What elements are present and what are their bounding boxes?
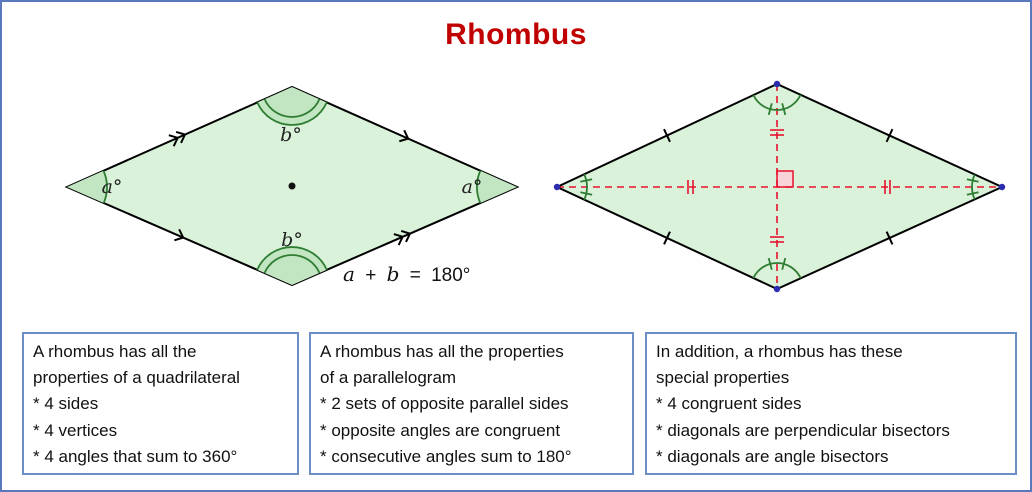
- center-dot: [288, 182, 296, 190]
- box-line: * diagonals are perpendicular bisectors: [656, 420, 950, 440]
- box-line: A rhombus has all the: [33, 342, 197, 361]
- box-line: * 4 congruent sides: [656, 394, 802, 414]
- box-line: * opposite angles are congruent: [320, 420, 561, 440]
- vertex-dots: [553, 80, 1006, 293]
- box-line: of a parallelogram: [320, 368, 457, 388]
- angle-bisector-marks: [580, 94, 979, 279]
- quadrilateral-properties-box: A rhombus has all the properties of a qu…: [22, 332, 299, 475]
- angle-sector-marks: [67, 87, 517, 285]
- left-angle-label: a°: [102, 176, 123, 198]
- top-angle-label: b°: [280, 124, 302, 146]
- box-line: properties of a quadrilateral: [33, 368, 240, 388]
- equation-equals: =: [409, 265, 421, 286]
- parallelogram-properties-box: A rhombus has all the properties of a pa…: [309, 332, 634, 475]
- equation-plus: +: [365, 265, 377, 286]
- box-line: A rhombus has all the properties: [320, 342, 564, 361]
- right-angle-mark: [776, 170, 794, 188]
- box-line: * 4 sides: [33, 394, 99, 414]
- rhombus-angles-diagram: a° b° b° a°: [64, 85, 520, 287]
- equation-var-b: b: [386, 262, 400, 286]
- box-line: special properties: [656, 368, 790, 388]
- equation-var-a: a: [343, 262, 355, 286]
- diagonals: [557, 84, 1002, 289]
- side-tick-marks: [663, 128, 894, 245]
- box-line: * 4 vertices: [33, 420, 118, 440]
- box-line: * 2 sets of opposite parallel sides: [320, 394, 569, 414]
- bottom-angle-label: b°: [281, 229, 303, 251]
- special-properties-box: In addition, a rhombus has these special…: [645, 332, 1017, 475]
- parallel-mark-icons: [168, 129, 412, 246]
- angle-sum-equation: a + b = 180°: [343, 262, 475, 287]
- box-line: * consecutive angles sum to 180°: [320, 446, 572, 466]
- box-line: In addition, a rhombus has these: [656, 342, 903, 361]
- equation-value: 180°: [431, 265, 471, 286]
- right-angle-label: a°: [462, 176, 483, 198]
- diagonal-tick-marks: [687, 129, 891, 243]
- rhombus-diagonals-diagram: [553, 80, 1006, 293]
- box-line: * 4 angles that sum to 360°: [33, 446, 238, 466]
- page-title: Rhombus: [445, 18, 587, 51]
- box-line: * diagonals are angle bisectors: [656, 446, 889, 466]
